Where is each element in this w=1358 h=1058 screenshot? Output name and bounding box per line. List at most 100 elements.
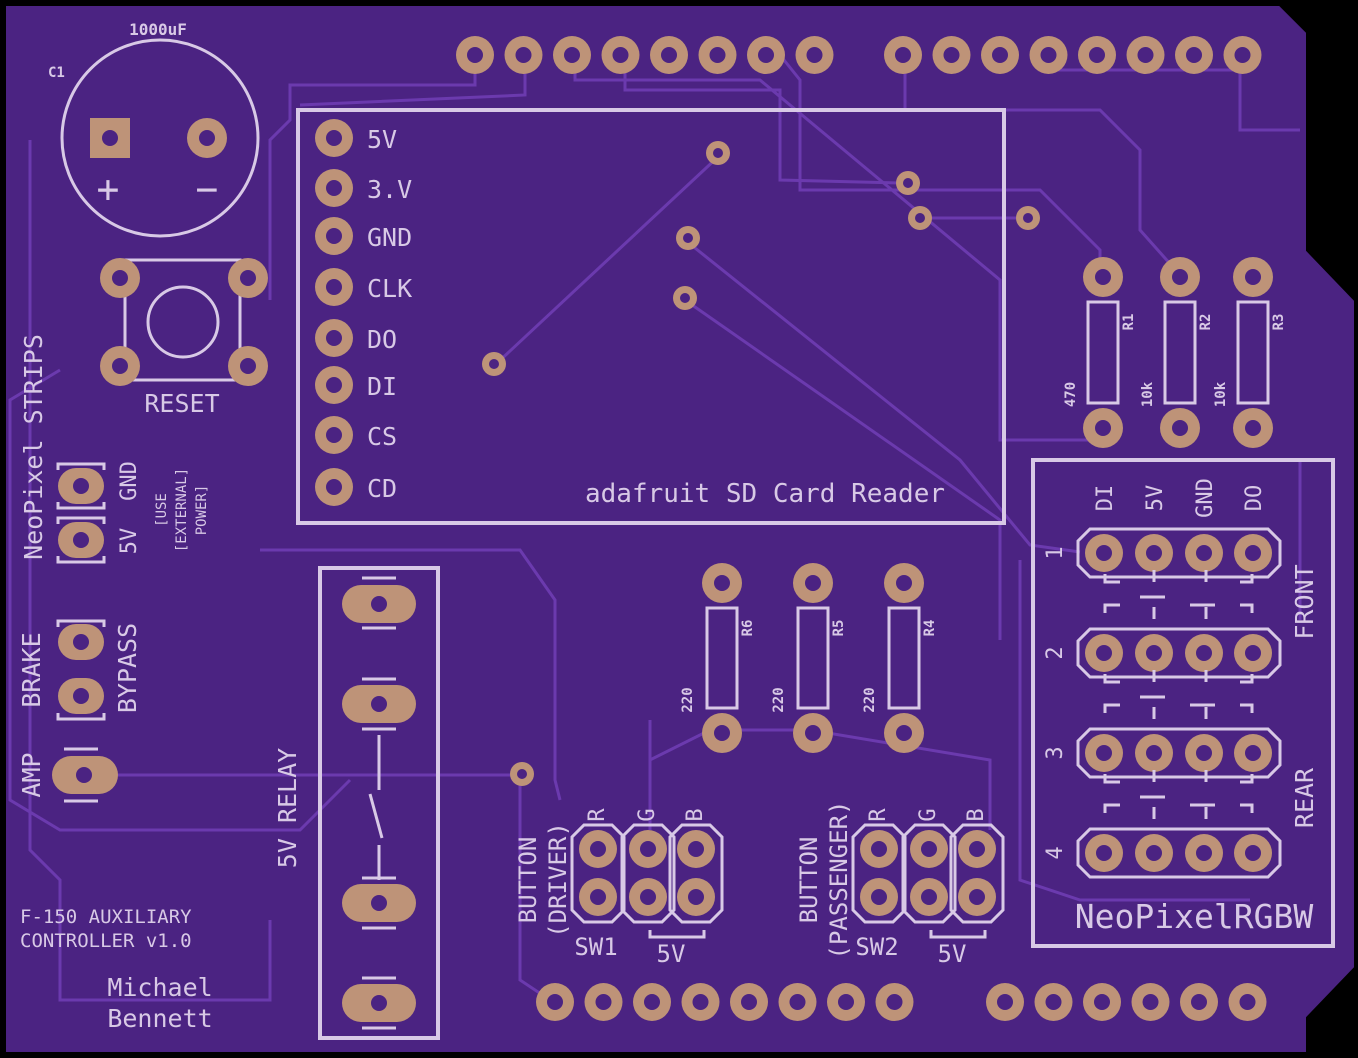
- sd-pin: [315, 366, 353, 404]
- header-pin: [747, 36, 785, 74]
- button-pin: [629, 830, 667, 868]
- resistor-designator: R6: [740, 620, 756, 637]
- resistor-pad: [1083, 257, 1123, 297]
- capacitor-plus: +: [97, 167, 120, 211]
- strips-5v-label: 5V: [117, 528, 142, 555]
- resistor-pad: [1160, 408, 1200, 448]
- button-pin: [677, 830, 715, 868]
- resistor-pad: [793, 713, 833, 753]
- rgbw-row-label: 3: [1043, 746, 1068, 759]
- sd-pin-label: DO: [367, 325, 397, 354]
- sd-pin-label: GND: [367, 223, 412, 252]
- header-pin: [1029, 36, 1068, 74]
- project-line-1: F-150 AUXILIARY: [20, 906, 192, 928]
- button-pin: [958, 830, 996, 868]
- resistor-pad: [884, 713, 924, 753]
- button-pin: [677, 878, 715, 916]
- header-pin: [778, 983, 817, 1021]
- strips-note-1: [USE: [154, 493, 170, 527]
- sd-pin-label: 5V: [367, 125, 397, 154]
- button-switch-label: SW2: [855, 933, 898, 961]
- reset-label: RESET: [144, 389, 219, 418]
- strips-title: NeoPixel STRIPS: [19, 334, 48, 560]
- header-pin: [986, 983, 1024, 1021]
- author-line-1: Michael: [107, 973, 212, 1002]
- rgbw-title: NeoPixelRGBW: [1075, 897, 1314, 936]
- sd-pin-label: CS: [367, 422, 397, 451]
- button-label: BUTTON: [795, 837, 823, 924]
- header-pin: [650, 36, 688, 74]
- button-pin: [860, 878, 898, 916]
- button-pin: [579, 878, 617, 916]
- rgbw-pin: [1135, 734, 1173, 772]
- rgbw-pin: [1185, 634, 1223, 672]
- header-pin: [981, 36, 1019, 74]
- resistor-pad: [884, 563, 924, 603]
- header-pin: [1078, 36, 1116, 74]
- header-pin: [1034, 983, 1073, 1021]
- header-pin: [730, 983, 768, 1021]
- traces: [8, 54, 1302, 1002]
- resistor-pad: [1233, 257, 1273, 297]
- resistor-value: 220: [862, 687, 878, 712]
- relay-label: 5V RELAY: [273, 748, 302, 868]
- button-pin: [958, 878, 996, 916]
- button-color-label: B: [683, 808, 708, 821]
- rgbw-pin: [1085, 834, 1123, 872]
- rgbw-pin: [1234, 534, 1272, 572]
- sd-pin: [315, 416, 353, 454]
- capacitor-designator: C1: [48, 65, 65, 81]
- sd-pin: [315, 319, 353, 357]
- footer: F-150 AUXILIARY CONTROLLER v1.0 Michael …: [20, 906, 213, 1033]
- rgbw-column-label: DO: [1242, 485, 1267, 512]
- header-pin: [633, 983, 671, 1021]
- header-pin: [504, 36, 543, 74]
- rgbw-row-label: 1: [1043, 546, 1068, 559]
- rgbw-pin: [1085, 634, 1123, 672]
- header-pin: [1180, 983, 1218, 1021]
- rgbw-pin: [1135, 834, 1173, 872]
- resistor-pad: [1083, 408, 1123, 448]
- sd-pin: [315, 268, 353, 306]
- rgbw-pin: [1135, 634, 1173, 672]
- header-pin: [875, 983, 914, 1021]
- button-color-label: G: [635, 808, 660, 821]
- header-pin: [1223, 36, 1262, 74]
- rgbw-pin: [1185, 834, 1223, 872]
- reset-button: RESET: [100, 258, 268, 418]
- amp-connector: AMP: [17, 747, 534, 803]
- header-pin: [456, 36, 494, 74]
- header-top-left: [456, 36, 834, 74]
- rgbw-pin: [1085, 734, 1123, 772]
- resistor-designator: R3: [1271, 314, 1287, 331]
- sd-pin-label: CD: [367, 474, 397, 503]
- resistor-designator: R2: [1198, 314, 1214, 331]
- header-pin: [553, 36, 591, 74]
- button-pin: [910, 878, 948, 916]
- rgbw-column-label: 5V: [1143, 485, 1168, 512]
- rgbw-pin: [1185, 534, 1223, 572]
- strips-gnd-label: GND: [117, 461, 142, 501]
- brake-label: BRAKE: [17, 632, 46, 707]
- sd-pin-label: DI: [367, 372, 397, 401]
- resistor-value: 220: [680, 687, 696, 712]
- button-supply-label: 5V: [657, 940, 686, 968]
- button-color-label: R: [866, 808, 891, 822]
- resistor-pad: [702, 563, 742, 603]
- button-switch-label: SW1: [574, 933, 617, 961]
- bypass-label: BYPASS: [113, 623, 142, 713]
- resistor-designator: R5: [831, 620, 847, 637]
- capacitor-value: 1000uF: [129, 20, 187, 39]
- rgbw-pin: [1185, 734, 1223, 772]
- button-label: BUTTON: [514, 837, 542, 924]
- amp-label: AMP: [17, 752, 46, 797]
- header-pin: [884, 36, 922, 74]
- header-pin: [584, 983, 623, 1021]
- strips-note-2: [EXTERNAL]: [174, 468, 190, 552]
- header-pin: [1175, 36, 1213, 74]
